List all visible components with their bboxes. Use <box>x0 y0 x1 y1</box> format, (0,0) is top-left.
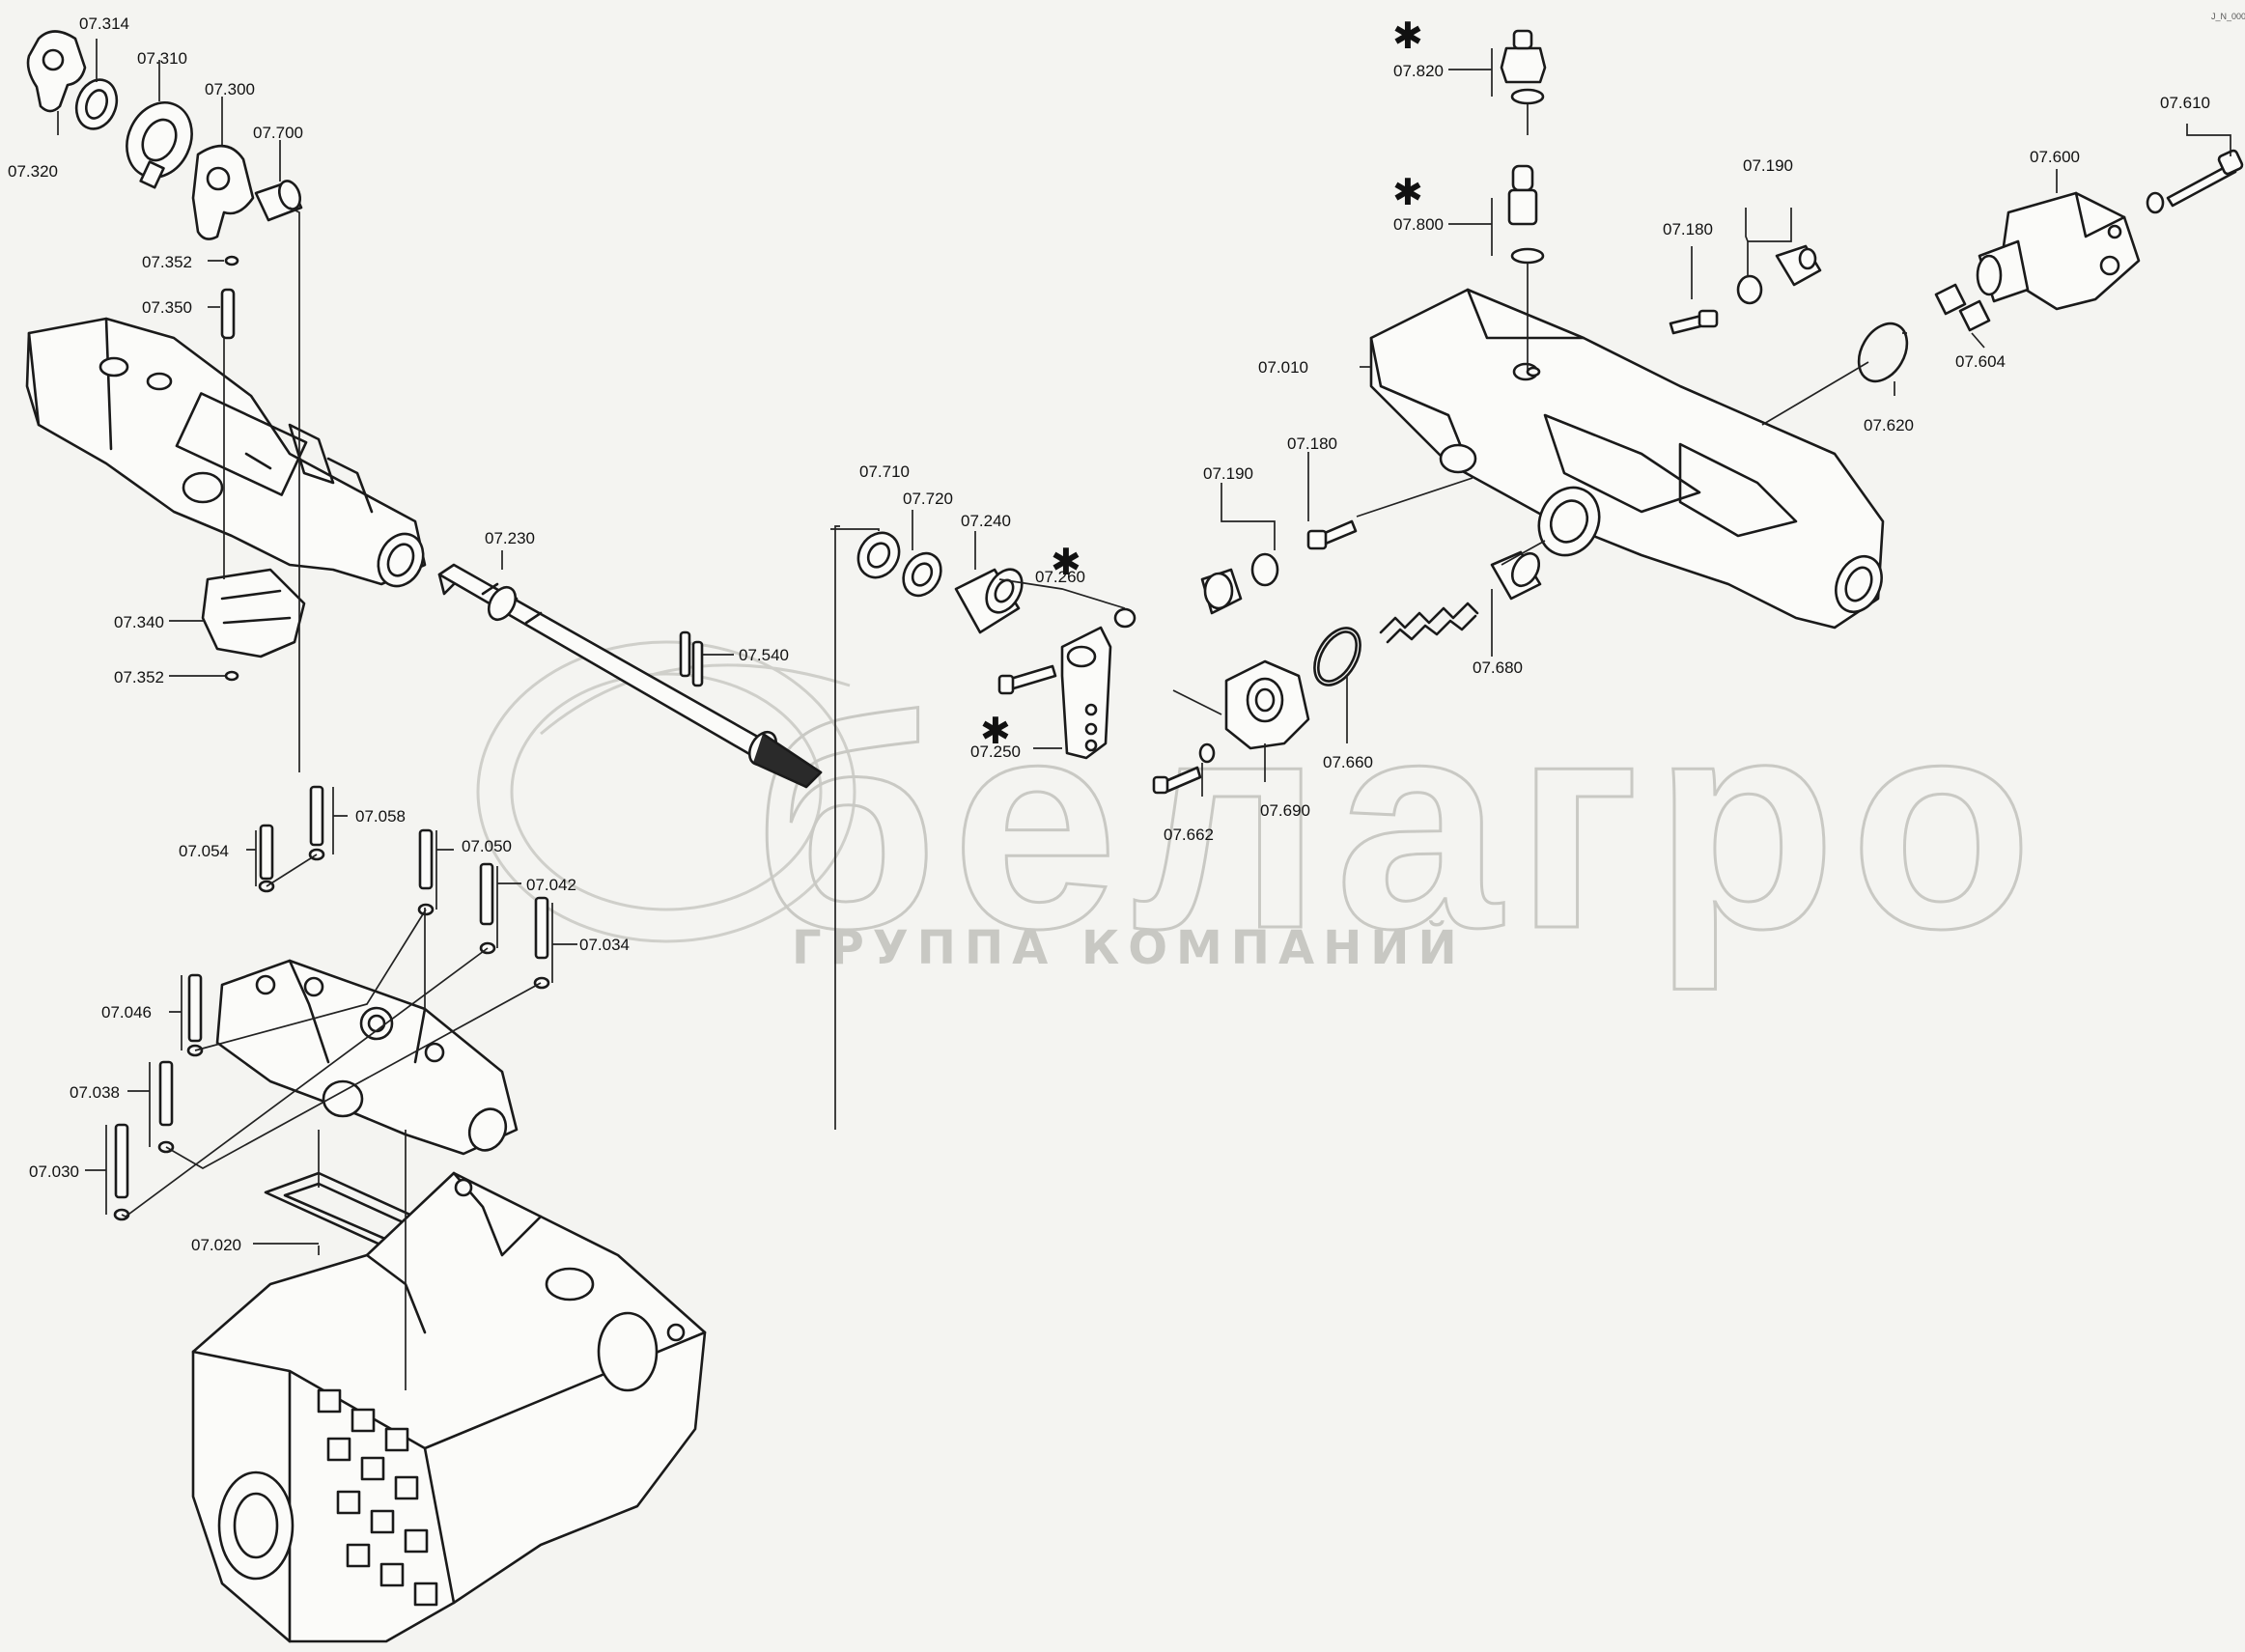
ring-07-660 <box>1313 627 1361 686</box>
asterisk-07-800: ✱ <box>1392 171 1423 213</box>
label-07-314: 07.314 <box>79 14 129 33</box>
label-07-800: 07.800 <box>1393 215 1444 234</box>
bolt-07-042 <box>479 862 496 955</box>
asterisk-07-250: ✱ <box>980 710 1011 752</box>
cam-07-310 <box>126 101 193 189</box>
label-07-058: 07.058 <box>355 807 406 826</box>
flange-07-690 <box>1224 659 1310 750</box>
gearbox-housing <box>191 1171 707 1643</box>
label-07-310: 07.310 <box>137 49 187 68</box>
pins-07-540 <box>679 630 704 687</box>
housing-07-010 <box>1369 288 1885 630</box>
label-07-054: 07.054 <box>179 842 229 860</box>
watermark-brand: белагро <box>753 656 2046 993</box>
plugs-07-604 <box>1934 283 1991 332</box>
ring-07-720 <box>902 551 942 598</box>
label-07-720: 07.720 <box>903 490 953 508</box>
bushing-07-700 <box>254 180 303 222</box>
housing-upper-left <box>25 317 427 588</box>
plug-07-352-bottom <box>224 670 239 682</box>
pin-07-350 <box>220 288 236 340</box>
label-07-260: 07.260 <box>1035 568 1085 586</box>
plug-07-352-top <box>224 255 239 266</box>
part-labels: 07.314 07.310 07.300 07.700 07.320 07.35… <box>8 14 2210 1254</box>
label-07-020: 07.020 <box>191 1236 241 1254</box>
watermark-subtitle: ГРУППА КОМПАНИЙ <box>792 920 1466 975</box>
asterisk-07-820: ✱ <box>1392 14 1423 57</box>
bolt-07-260 <box>997 607 1137 695</box>
asterisk-07-260: ✱ <box>1051 541 1081 583</box>
bolt-07-050 <box>417 828 435 916</box>
bolt-07-034 <box>533 896 550 990</box>
bolt-07-054 <box>258 824 275 893</box>
plug-07-820 <box>1500 29 1547 105</box>
label-07-300: 07.300 <box>205 80 255 98</box>
label-07-190-lower: 07.190 <box>1203 464 1253 483</box>
screw-07-662 <box>1152 742 1216 795</box>
label-07-620: 07.620 <box>1864 416 1914 434</box>
label-07-540: 07.540 <box>739 646 789 664</box>
label-07-180-lower: 07.180 <box>1287 434 1337 453</box>
label-07-180-top: 07.180 <box>1663 220 1713 238</box>
bolt-07-180-lower <box>1306 519 1358 550</box>
bolt-07-038 <box>157 1060 175 1154</box>
leader-lines <box>57 39 2231 1390</box>
label-07-050: 07.050 <box>462 837 512 855</box>
label-07-320: 07.320 <box>8 162 58 181</box>
lever-07-320 <box>26 30 87 113</box>
label-07-600: 07.600 <box>2030 148 2080 166</box>
plug-07-190-top <box>1736 244 1822 305</box>
label-07-660: 07.660 <box>1323 753 1373 771</box>
label-07-230: 07.230 <box>485 529 535 547</box>
label-07-710: 07.710 <box>859 462 910 481</box>
label-07-340: 07.340 <box>114 613 164 631</box>
o-ring-07-620 <box>1857 322 1909 383</box>
label-07-690: 07.690 <box>1260 801 1310 820</box>
bolt-07-058 <box>308 785 325 861</box>
spring-07-680 <box>1379 550 1542 644</box>
label-07-610: 07.610 <box>2160 94 2210 112</box>
label-07-034: 07.034 <box>579 936 630 954</box>
label-07-604: 07.604 <box>1955 352 2006 371</box>
label-07-190-top: 07.190 <box>1743 156 1793 175</box>
washer-07-314 <box>74 78 119 130</box>
bolt-07-180-top <box>1669 309 1719 335</box>
label-07-662: 07.662 <box>1164 826 1214 844</box>
bolt-07-046 <box>186 973 204 1057</box>
guide-07-340 <box>201 568 306 658</box>
label-07-352-top: 07.352 <box>142 253 192 271</box>
lever-07-250 <box>1060 626 1112 760</box>
watermark-logo: белагро ГРУППА КОМПАНИЙ <box>476 640 2046 994</box>
label-07-680: 07.680 <box>1473 658 1523 677</box>
label-07-038: 07.038 <box>70 1083 120 1102</box>
cover-07-020-assembly <box>215 959 519 1156</box>
label-07-042: 07.042 <box>526 876 576 894</box>
label-07-250: 07.250 <box>970 742 1021 761</box>
cam-07-300 <box>191 144 255 240</box>
bolt-07-610 <box>2146 149 2244 214</box>
label-07-700: 07.700 <box>253 124 303 142</box>
shaft-07-230 <box>437 563 823 789</box>
valve-body-07-600 <box>1976 191 2141 311</box>
fitting-07-800 <box>1507 164 1545 265</box>
label-07-046: 07.046 <box>101 1003 152 1022</box>
seal-07-710 <box>856 531 901 579</box>
label-07-350: 07.350 <box>142 298 192 317</box>
label-07-820: 07.820 <box>1393 62 1444 80</box>
label-07-352-bottom: 07.352 <box>114 668 164 686</box>
plug-07-190-lower <box>1200 552 1279 615</box>
bushing-07-240 <box>954 568 1024 634</box>
bolt-07-030 <box>113 1123 130 1221</box>
label-07-010: 07.010 <box>1258 358 1308 377</box>
label-07-030: 07.030 <box>29 1162 79 1181</box>
label-07-240: 07.240 <box>961 512 1011 530</box>
corner-code: J_N_000 <box>2211 12 2245 21</box>
